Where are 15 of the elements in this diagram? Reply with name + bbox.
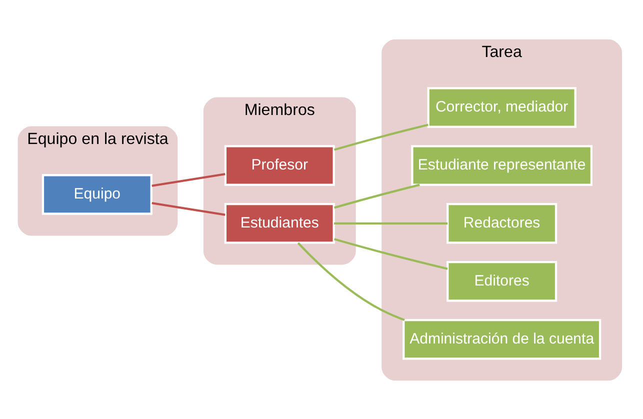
connector <box>334 183 420 208</box>
node-box: Administración de la cuenta <box>402 318 602 360</box>
node-box: Equipo <box>42 174 152 214</box>
connector <box>152 202 226 216</box>
connector <box>334 222 448 224</box>
node-box: Estudiantes <box>224 202 335 244</box>
connector <box>297 242 405 320</box>
node-box: Estudiante representante <box>411 144 593 186</box>
node-box: Redactores <box>446 202 558 244</box>
node-box: Editores <box>446 260 558 302</box>
connector <box>334 238 448 270</box>
node-box: Profesor <box>224 144 335 186</box>
connector <box>334 123 428 150</box>
node-box: Corrector, mediador <box>427 86 576 128</box>
connector <box>152 172 226 186</box>
